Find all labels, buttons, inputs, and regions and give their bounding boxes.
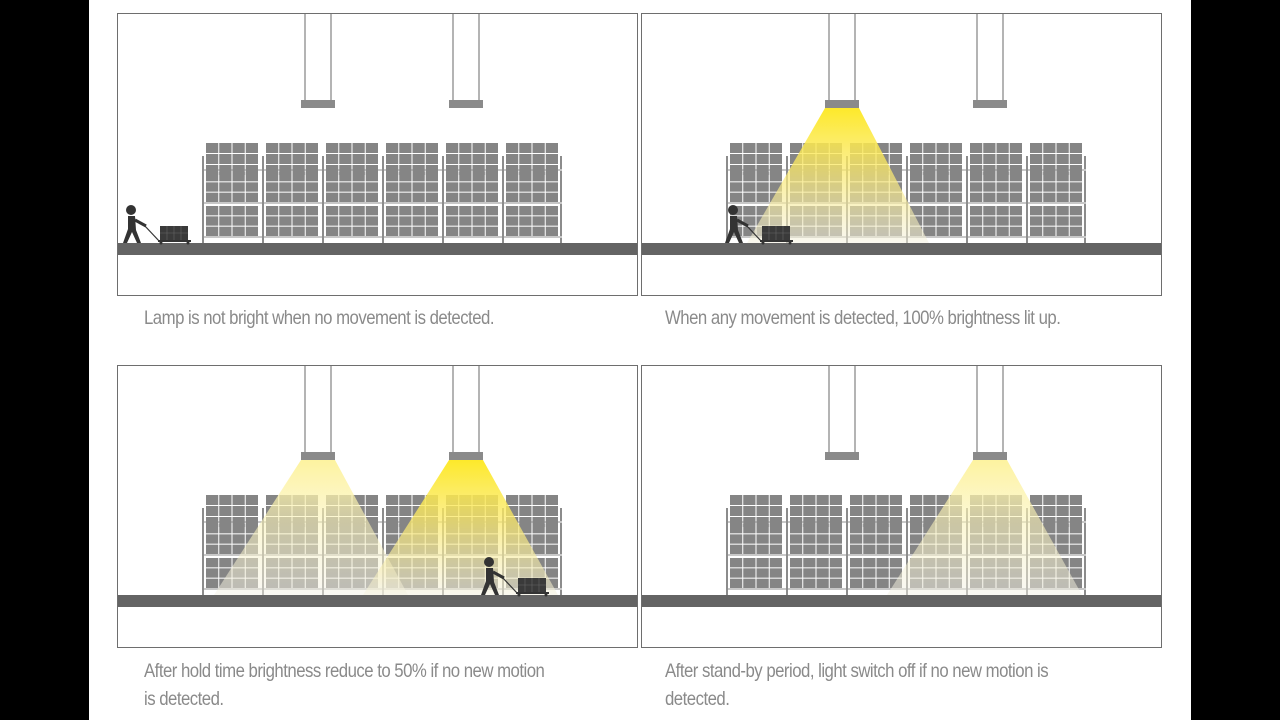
worker-with-cart-icon	[481, 557, 549, 597]
panel-motion-detected	[641, 13, 1162, 296]
panel-no-motion	[117, 13, 638, 296]
caption-line: After stand-by period, light switch off …	[665, 660, 1049, 682]
lamp-right-icon	[449, 14, 483, 108]
warehouse-scene-4	[642, 366, 1161, 607]
panel-hold-time	[117, 365, 638, 648]
lamp-left-icon	[301, 14, 335, 108]
caption-stand-by: After stand-by period, light switch off …	[665, 657, 1049, 713]
floor	[118, 595, 637, 607]
lamp-right-icon	[973, 14, 1007, 108]
floor	[118, 243, 637, 255]
caption-line: When any movement is detected, 100% brig…	[665, 307, 1061, 329]
caption-line: Lamp is not bright when no movement is d…	[144, 307, 494, 329]
warehouse-scene-1	[118, 14, 637, 255]
lamp-left-icon	[825, 14, 859, 108]
panel-stand-by	[641, 365, 1162, 648]
racks-icon	[202, 143, 562, 243]
light-beam-full	[363, 460, 558, 595]
diagram-page: Lamp is not bright when no movement is d…	[89, 0, 1191, 720]
lamp-right-icon	[449, 366, 483, 460]
floor	[642, 243, 1161, 255]
light-beam-half	[214, 460, 408, 595]
caption-hold-time: After hold time brightness reduce to 50%…	[144, 657, 545, 713]
warehouse-scene-3	[118, 366, 637, 607]
worker-with-cart-icon	[725, 205, 793, 245]
lamp-left-icon	[301, 366, 335, 460]
caption-line: is detected.	[144, 688, 224, 710]
light-beam-half	[887, 460, 1082, 595]
lamp-left-icon	[825, 366, 859, 460]
light-beam-full	[747, 108, 929, 243]
warehouse-scene-2	[642, 14, 1161, 255]
caption-no-motion: Lamp is not bright when no movement is d…	[144, 304, 494, 332]
caption-line: After hold time brightness reduce to 50%…	[144, 660, 545, 682]
caption-motion-detected: When any movement is detected, 100% brig…	[665, 304, 1061, 332]
caption-line: detected.	[665, 688, 730, 710]
worker-with-cart-icon	[123, 205, 191, 245]
lamp-right-icon	[973, 366, 1007, 460]
floor	[642, 595, 1161, 607]
